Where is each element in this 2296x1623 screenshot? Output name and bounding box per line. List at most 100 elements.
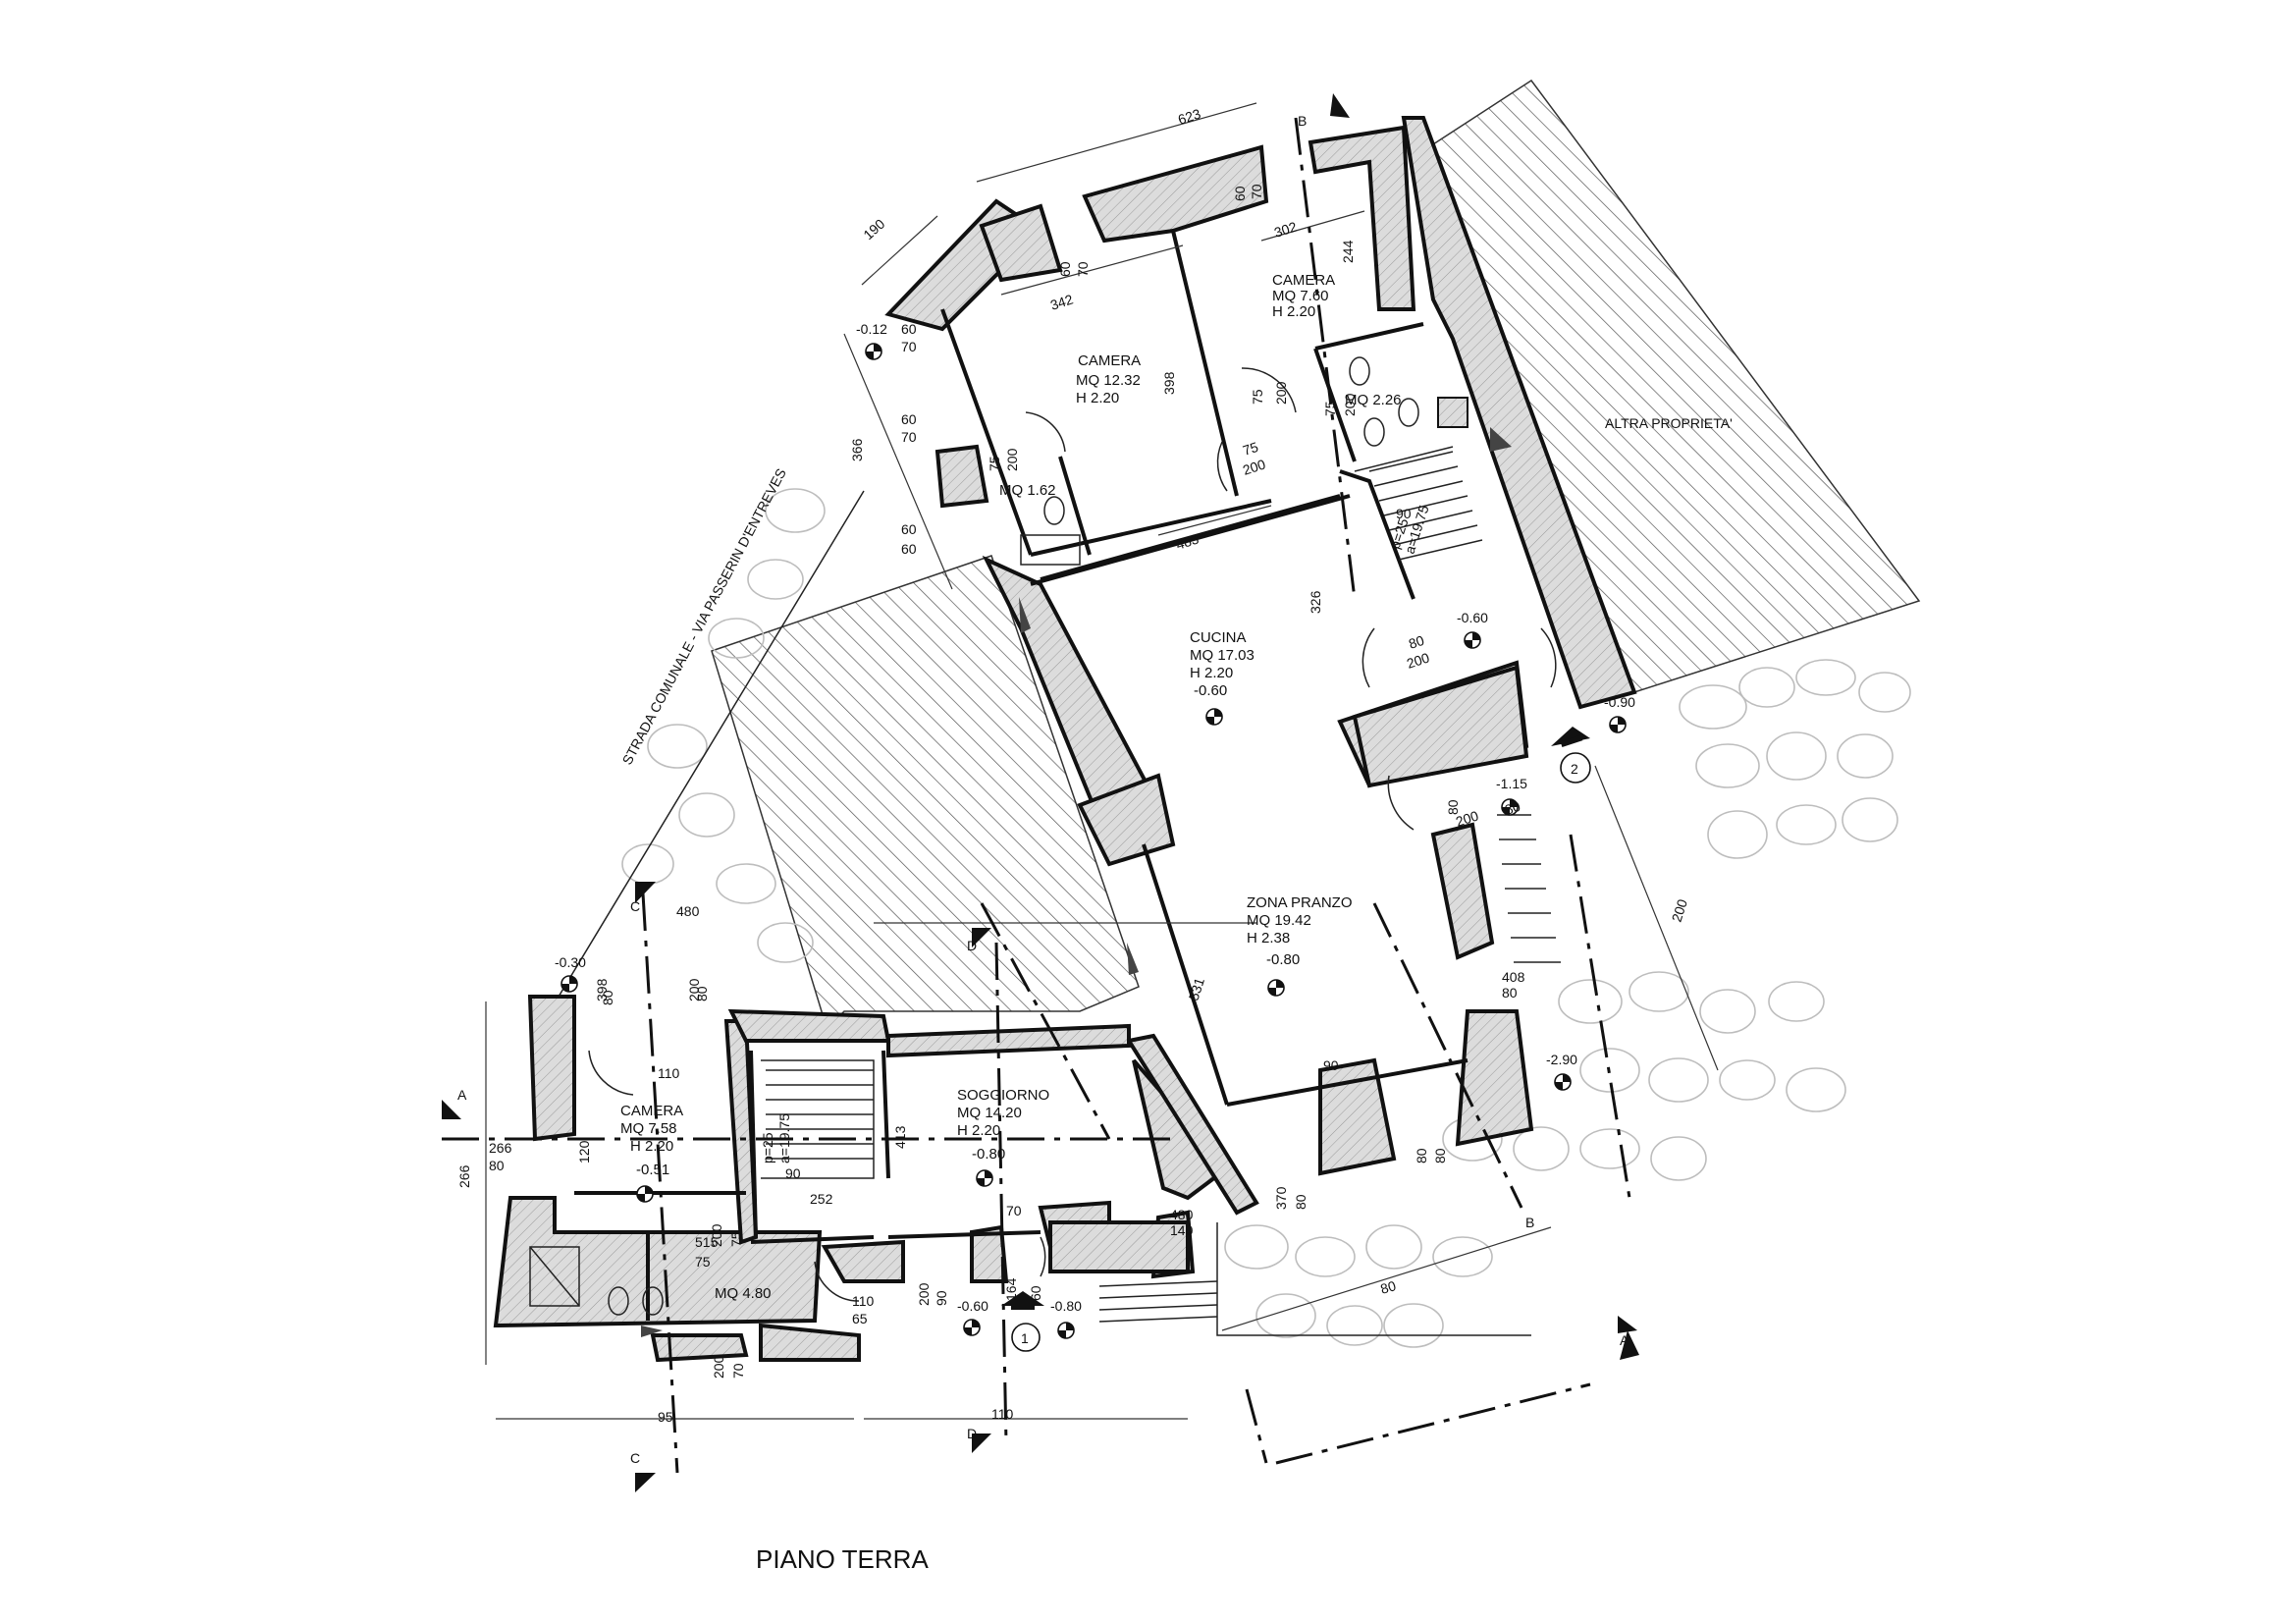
- dimension-label: 70: [901, 429, 917, 445]
- level-marker: -0.12: [856, 321, 887, 360]
- dimension-label: 90: [1323, 1057, 1339, 1073]
- level-text: -0.80: [1050, 1298, 1082, 1314]
- dimension-label: 60: [1028, 1285, 1043, 1301]
- level-marker: -1.15: [1496, 776, 1527, 816]
- dimension-label: 366: [849, 438, 865, 461]
- section-label: C: [630, 898, 640, 914]
- room-height: H 2.20: [1190, 665, 1233, 681]
- dimension-label: 75: [987, 456, 1002, 471]
- dimension-label: 200: [1004, 448, 1020, 471]
- dimension-label: 200: [916, 1282, 932, 1306]
- level-text: -0.90: [1604, 694, 1635, 710]
- dimension-label: 623: [1176, 105, 1202, 128]
- dimension-label: 110: [991, 1406, 1014, 1422]
- dimension-label: 110: [852, 1293, 875, 1309]
- dimension-label: 80: [1293, 1194, 1308, 1210]
- room-camera-1: CAMERA MQ 12.32 H 2.20: [1076, 352, 1141, 406]
- dimension-label: 70: [1006, 1203, 1022, 1218]
- entrance-2: 2: [1551, 727, 1591, 784]
- dimension-label: 200: [709, 1223, 724, 1247]
- dimension-label: 80: [694, 986, 710, 1001]
- section-label: C: [630, 1450, 640, 1466]
- dimension-label: 80: [489, 1158, 505, 1173]
- dimension-label: 200: [1405, 649, 1431, 672]
- dimension-label: 75: [695, 1254, 711, 1270]
- room-bath-1: MQ 2.26: [1345, 392, 1402, 408]
- stair-note-2: p=25 a=19.75 90: [760, 1113, 801, 1181]
- dimension-label: 200: [1273, 381, 1289, 405]
- dimension-label: 95: [658, 1409, 673, 1425]
- section-label: D: [967, 938, 977, 953]
- room-area: MQ 19.42: [1247, 912, 1311, 929]
- room-height: H 2.20: [1076, 390, 1119, 406]
- door-swings: [588, 367, 1557, 1302]
- section-lines: [442, 117, 1631, 1474]
- entrance-1: 1: [1001, 1291, 1044, 1352]
- room-height: H 2.20: [957, 1122, 1000, 1139]
- dimension-label: 80: [1414, 1148, 1429, 1163]
- neighbour-label: ALTRA PROPRIETA': [1605, 415, 1733, 431]
- dimension-label: 370: [1273, 1186, 1289, 1210]
- level-text: -1.15: [1496, 776, 1527, 791]
- dimension-label: 483: [1174, 530, 1201, 553]
- level-markers: -0.12 -0.60 -0.90 -1.15 -2.90 -0.30 -0.6…: [555, 321, 1635, 1339]
- level-text: -0.12: [856, 321, 887, 337]
- courtyard-hatch: [711, 555, 1140, 1033]
- room-area: MQ 14.20: [957, 1105, 1022, 1121]
- dimension-label: 75: [1322, 401, 1338, 416]
- dimension-label: 60: [901, 521, 917, 537]
- dimension-label: 60: [1057, 261, 1073, 277]
- entrance-number: 2: [1571, 761, 1578, 777]
- dimension-label: 90: [934, 1290, 949, 1306]
- dimension-label: 70: [1249, 184, 1264, 199]
- dimension-label: 60: [1232, 186, 1248, 201]
- stair-w: 90: [1396, 506, 1412, 521]
- dimension-label: 200: [686, 978, 702, 1001]
- dimension-label: 80: [1407, 632, 1426, 652]
- dimension-label: 342: [1048, 291, 1075, 313]
- section-labels: A A B B C C D D: [457, 113, 1629, 1466]
- level-text: -0.60: [957, 1298, 988, 1314]
- level-marker: -0.60: [1457, 610, 1488, 649]
- dimension-label: 531: [1186, 976, 1208, 1002]
- room-name: ZONA PRANZO: [1247, 894, 1353, 911]
- stair-a: a=19.75: [776, 1113, 792, 1163]
- level-text: -2.90: [1546, 1052, 1577, 1067]
- room-area: MQ 17.03: [1190, 647, 1255, 664]
- dimension-label: 413: [892, 1125, 908, 1149]
- dimension-label: 60: [901, 411, 917, 427]
- dimension-label: 120: [576, 1140, 592, 1163]
- walls: [493, 116, 1637, 1363]
- room-name: CAMERA: [1272, 272, 1335, 289]
- room-level: -0.80: [1266, 951, 1300, 968]
- dimension-label: 70: [730, 1363, 746, 1379]
- section-label: A: [457, 1087, 467, 1103]
- room-cucina: CUCINA MQ 17.03 H 2.20 -0.60: [1190, 629, 1255, 699]
- dimension-label: 164: [1003, 1277, 1019, 1301]
- street-edge: [549, 490, 865, 1012]
- room-area: MQ 4.80: [715, 1285, 772, 1302]
- room-height: H 2.38: [1247, 930, 1290, 947]
- stair-note-1: p=25 a=19.75 90: [1387, 503, 1432, 556]
- room-bath-3: MQ 4.80: [715, 1285, 772, 1302]
- room-level: -0.80: [972, 1146, 1005, 1163]
- dimension-label: 252: [810, 1191, 833, 1207]
- dimension-label: 200: [1669, 897, 1691, 924]
- dimension-label: 398: [594, 978, 610, 1001]
- dimension-label: 80: [1432, 1148, 1448, 1163]
- stairs: [766, 451, 1561, 1323]
- dimension-label: 80: [1503, 798, 1522, 818]
- dimension-label: 515: [695, 1234, 719, 1250]
- dimension-label: 244: [1340, 240, 1356, 263]
- room-bath-2: MQ 1.62: [999, 482, 1056, 499]
- section-label: D: [967, 1426, 977, 1441]
- room-name: CAMERA: [1078, 352, 1141, 369]
- level-marker: -0.80: [1050, 1298, 1082, 1339]
- room-zona-pranzo: ZONA PRANZO MQ 19.42 H 2.38 -0.80: [1247, 894, 1353, 968]
- stone-paving: [621, 488, 1911, 1348]
- dimension-label: 200: [1241, 456, 1267, 478]
- partitions: [574, 230, 1468, 1321]
- level-text: -0.30: [555, 954, 586, 970]
- dimension-label: 70: [901, 339, 917, 354]
